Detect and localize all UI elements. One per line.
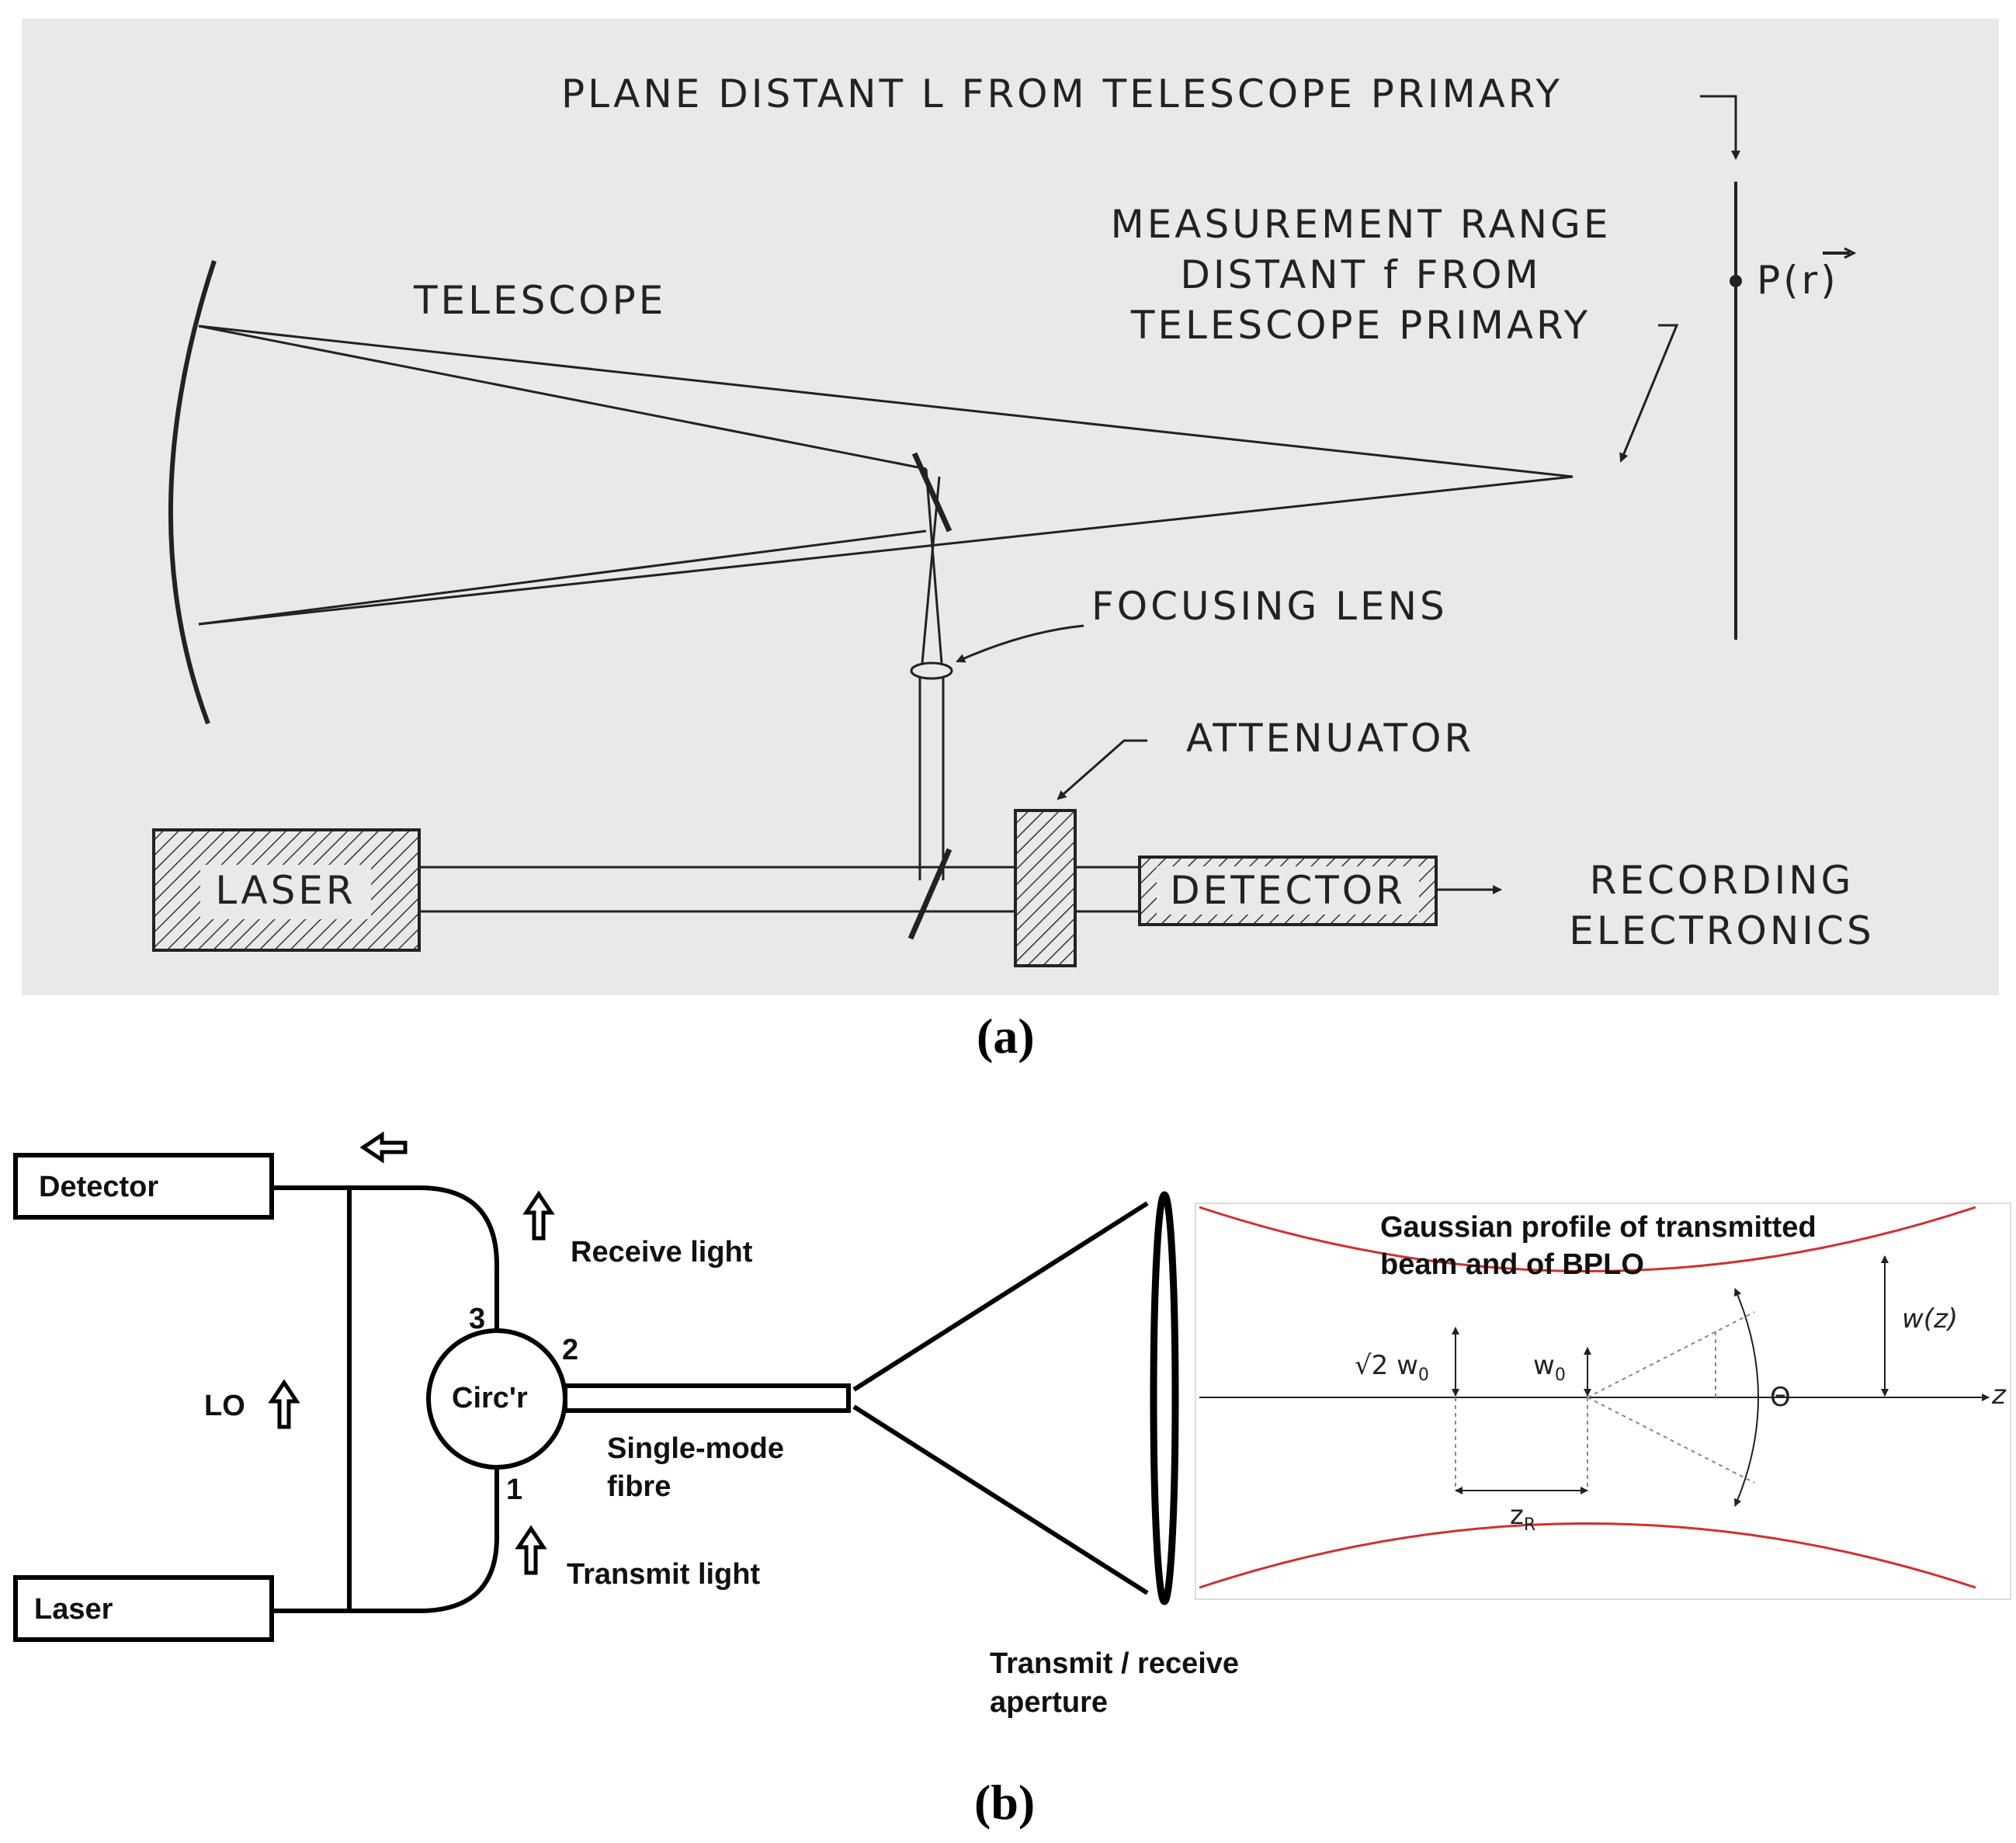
recording-label-line2: ELECTRONICS bbox=[1569, 908, 1875, 953]
point-p bbox=[1730, 275, 1742, 287]
focusing-lens bbox=[910, 661, 953, 680]
detector-box-b bbox=[13, 1153, 274, 1220]
ray-top-to-focus bbox=[198, 325, 1574, 478]
theta-label: Θ bbox=[1770, 1382, 1791, 1413]
attenuator-box bbox=[1014, 809, 1077, 967]
plane-label: PLANE DISTANT L FROM TELESCOPE PRIMARY bbox=[561, 71, 1563, 116]
ray-bottom-to-focus bbox=[198, 475, 1574, 626]
laser-label: LASER bbox=[215, 868, 356, 913]
ray-bottom-to-secondary bbox=[198, 529, 927, 626]
beam-splitter bbox=[907, 848, 952, 940]
detector-label: DETECTOR bbox=[1170, 868, 1406, 913]
z-axis-label: z bbox=[1992, 1380, 2006, 1411]
receive-light-label: Receive light bbox=[571, 1236, 753, 1269]
ray-top-to-secondary bbox=[198, 325, 927, 470]
zr-label: zR bbox=[1510, 1500, 1536, 1535]
gaussian-title-line1: Gaussian profile of transmitted bbox=[1380, 1211, 1816, 1244]
wz-label: w(z) bbox=[1902, 1303, 1959, 1335]
lo-arrow bbox=[268, 1379, 300, 1429]
transmit-fibre bbox=[349, 1467, 499, 1613]
fibre-label-line2: fibre bbox=[607, 1470, 671, 1503]
point-label: P(r) bbox=[1757, 258, 1839, 303]
return-arrow bbox=[359, 1131, 408, 1164]
caption-b: (b) bbox=[974, 1775, 1036, 1830]
measurement-label-line1: MEASUREMENT RANGE bbox=[1110, 202, 1612, 247]
gaussian-envelope bbox=[1199, 1206, 1976, 1589]
panel-a-photo: PLANE DISTANT L FROM TELESCOPE PRIMARY T… bbox=[22, 19, 1999, 995]
primary-mirror bbox=[168, 260, 217, 725]
measurement-label-line3: TELESCOPE PRIMARY bbox=[1130, 303, 1591, 348]
receive-arrow bbox=[522, 1190, 555, 1241]
sqrt2w0-label: √2 w0 bbox=[1355, 1350, 1429, 1385]
detector-label-b: Detector bbox=[39, 1171, 159, 1203]
attenuator-label: ATTENUATOR bbox=[1186, 716, 1475, 761]
panel-a-drawing bbox=[152, 95, 1857, 967]
recording-label-line1: RECORDING bbox=[1589, 858, 1855, 903]
measurement-label-line2: DISTANT f FROM bbox=[1180, 252, 1542, 297]
gaussian-inset bbox=[1195, 1203, 2011, 1600]
panel-b: Detector Laser LO Receive light Transmit… bbox=[0, 1102, 2016, 1762]
focusing-lens-label: FOCUSING LENS bbox=[1091, 584, 1448, 629]
port-1-label: 1 bbox=[506, 1473, 523, 1506]
lo-label: LO bbox=[204, 1390, 245, 1422]
transmit-arrow bbox=[515, 1525, 547, 1575]
caption-a: (a) bbox=[977, 1008, 1035, 1064]
aperture-label-line2: aperture bbox=[990, 1686, 1109, 1719]
laser-label-b: Laser bbox=[34, 1593, 113, 1626]
transmit-light-label: Transmit light bbox=[567, 1558, 761, 1591]
receive-fibre bbox=[349, 1185, 499, 1331]
telescope-label: TELESCOPE bbox=[414, 278, 667, 323]
aperture-label-line1: Transmit / receive bbox=[990, 1647, 1240, 1680]
circulator-label: Circ'r bbox=[452, 1382, 528, 1414]
secondary-mirror bbox=[911, 452, 952, 533]
w0-label: w0 bbox=[1533, 1350, 1566, 1385]
fibre-label-line1: Single-mode bbox=[607, 1432, 785, 1465]
port-2-label: 2 bbox=[562, 1334, 579, 1366]
aperture-lens bbox=[1150, 1191, 1179, 1605]
panel-b-drawing bbox=[13, 1131, 2011, 1642]
single-mode-fibre bbox=[563, 1383, 851, 1413]
gaussian-title-line2: beam and of BPLO bbox=[1380, 1248, 1644, 1281]
port-3-label: 3 bbox=[469, 1303, 486, 1335]
